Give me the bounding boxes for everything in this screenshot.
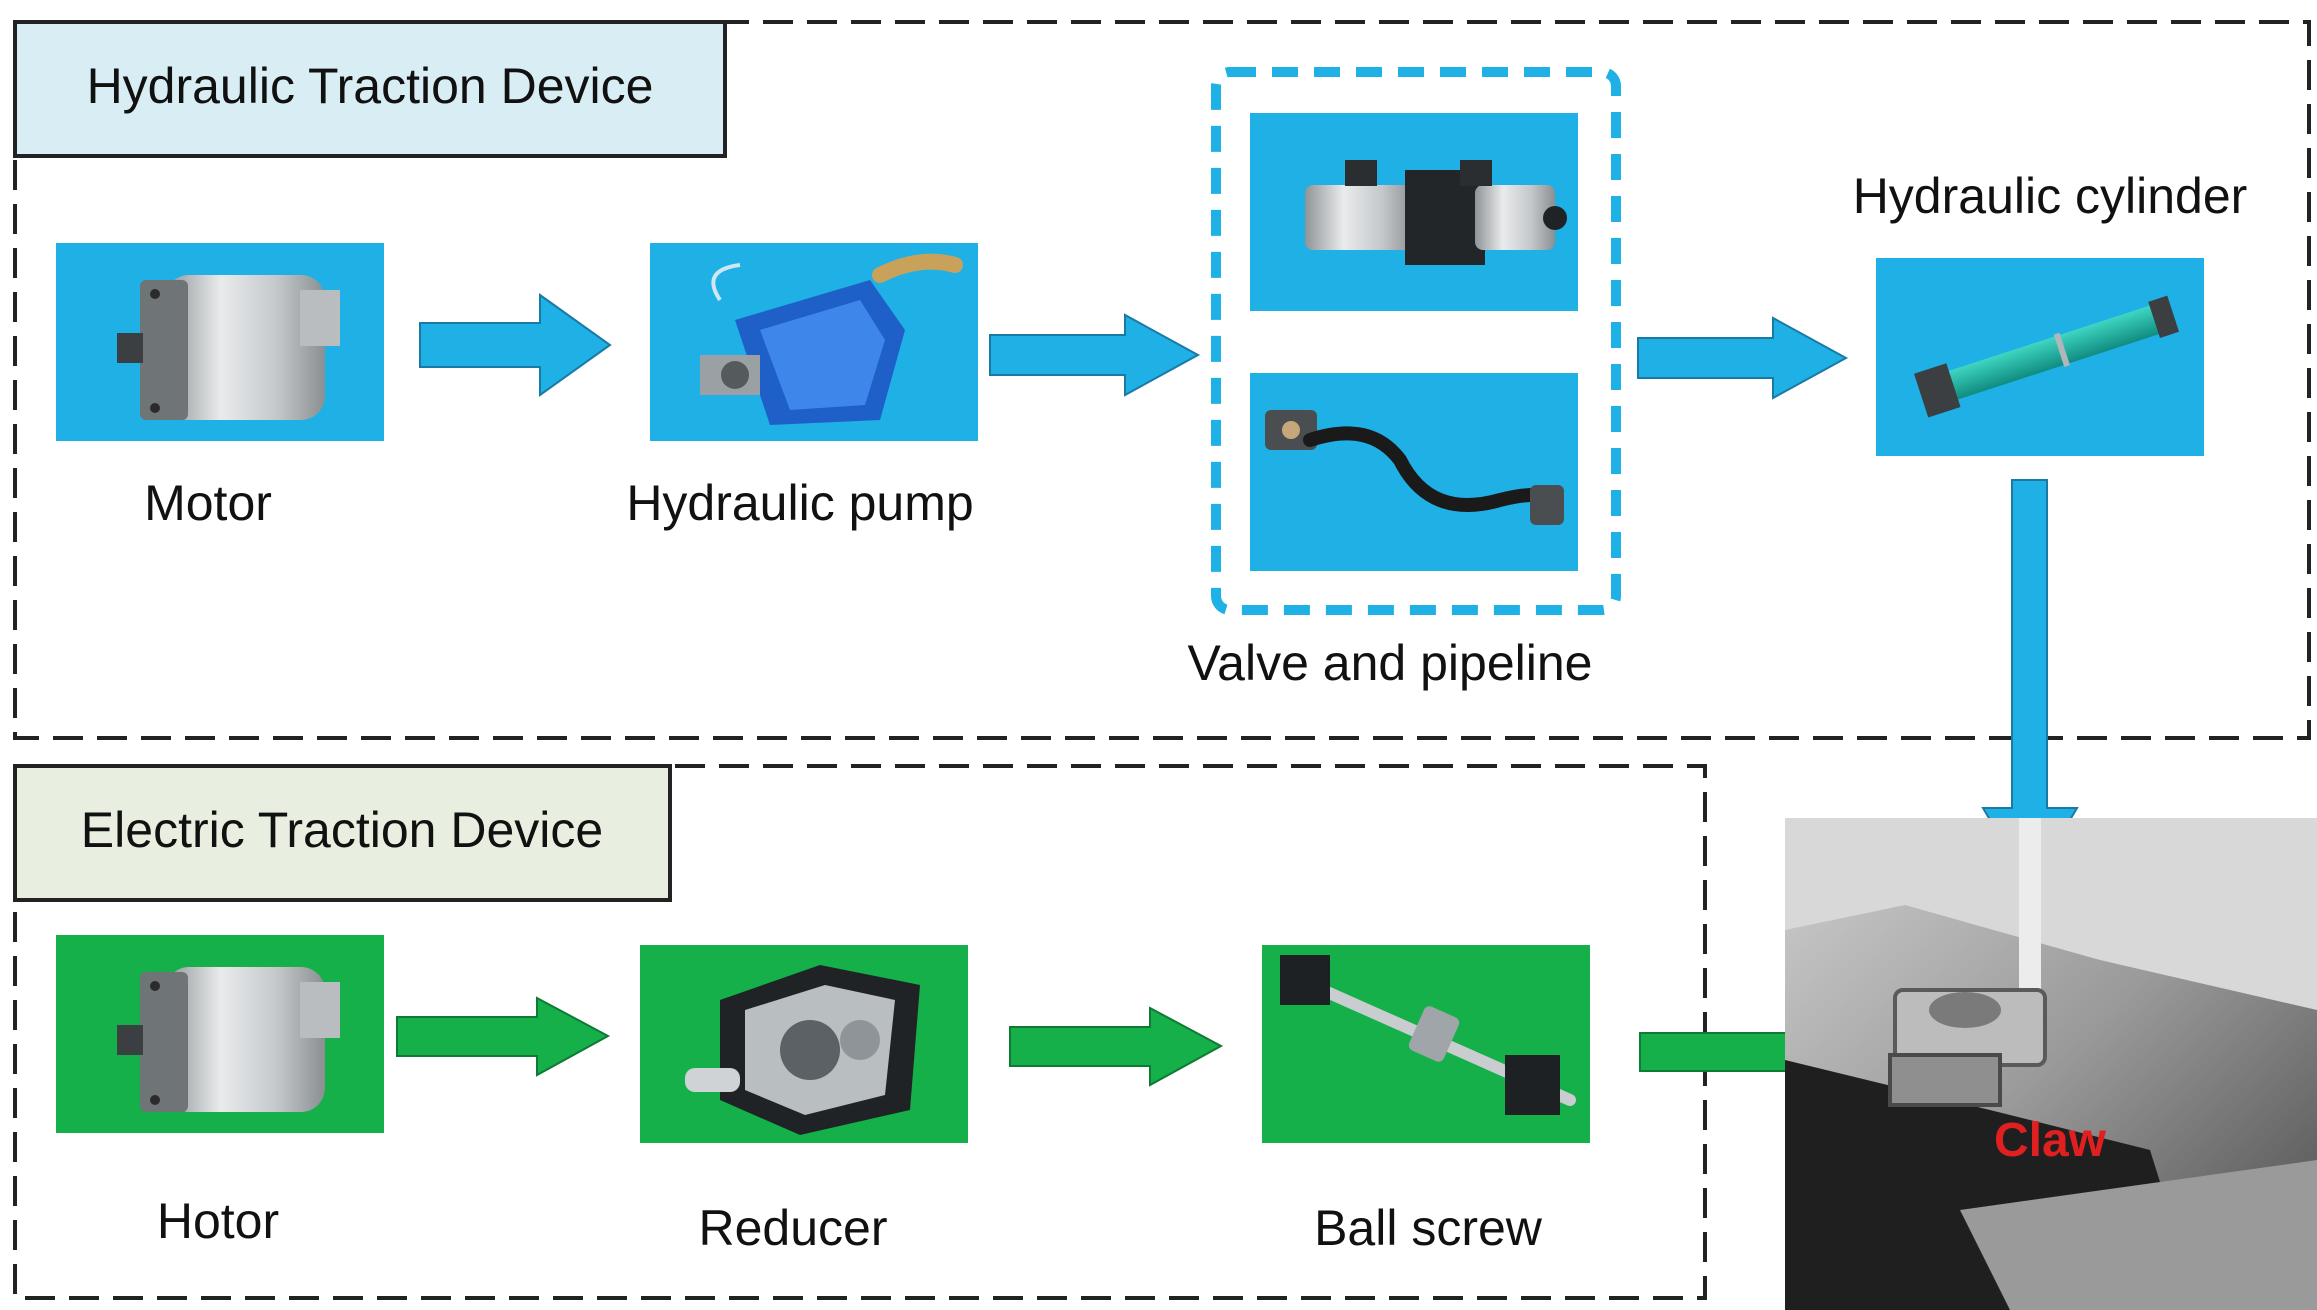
arrow-valve-to-cylinder	[1637, 316, 1849, 400]
valve-pipeline-node: Valve and pipeline	[1188, 67, 1621, 691]
claw-mechanism	[1888, 988, 2047, 1107]
ballscrew-label: Ball screw	[1314, 1200, 1543, 1256]
reducer-node: Reducer	[640, 945, 968, 1256]
hydraulic-frame	[13, 20, 2311, 740]
valve-pipeline-dashed-frame	[1211, 67, 1621, 615]
pump-image	[700, 253, 963, 425]
arrow-hotor-to-reducer	[396, 996, 611, 1077]
hydraulic-cylinder-node: Hydraulic cylinder	[1853, 168, 2248, 456]
cylinder-image	[1914, 295, 2180, 418]
electric-section: Electric Traction Device Hotor	[13, 764, 1879, 1300]
arrow-reducer-to-ballscrew	[1009, 1006, 1224, 1087]
hydraulic-pump-label: Hydraulic pump	[626, 475, 973, 531]
valve-pipeline-label: Valve and pipeline	[1188, 635, 1593, 691]
electric-motor-node: Hotor	[56, 935, 384, 1249]
hydraulic-title: Hydraulic Traction Device	[87, 58, 654, 114]
reducer-image	[685, 965, 920, 1135]
electric-title: Electric Traction Device	[81, 802, 603, 858]
claw-photo: Claw	[1785, 818, 2317, 1310]
motor-image	[117, 275, 340, 420]
valve-image	[1305, 160, 1567, 265]
hydraulic-motor-node: Motor	[56, 243, 384, 531]
electric-title-box	[13, 764, 672, 902]
hydraulic-section: Hydraulic Traction Device Motor	[13, 20, 2311, 740]
electric-motor-image	[117, 967, 340, 1112]
ballscrew-image	[1280, 955, 1576, 1115]
ballscrew-node: Ball screw	[1262, 945, 1590, 1256]
arrow-motor-to-pump	[419, 293, 612, 397]
reducer-label: Reducer	[699, 1200, 888, 1256]
claw-label: Claw	[1994, 1114, 2107, 1167]
pipeline-image	[1265, 410, 1564, 525]
hydraulic-title-box	[13, 20, 727, 158]
electric-motor-label: Hotor	[157, 1193, 279, 1249]
hydraulic-motor-label: Motor	[144, 475, 272, 531]
hydraulic-cylinder-label: Hydraulic cylinder	[1853, 168, 2248, 224]
arrow-pump-to-valve	[989, 313, 1201, 397]
hydraulic-pump-node: Hydraulic pump	[626, 243, 978, 531]
